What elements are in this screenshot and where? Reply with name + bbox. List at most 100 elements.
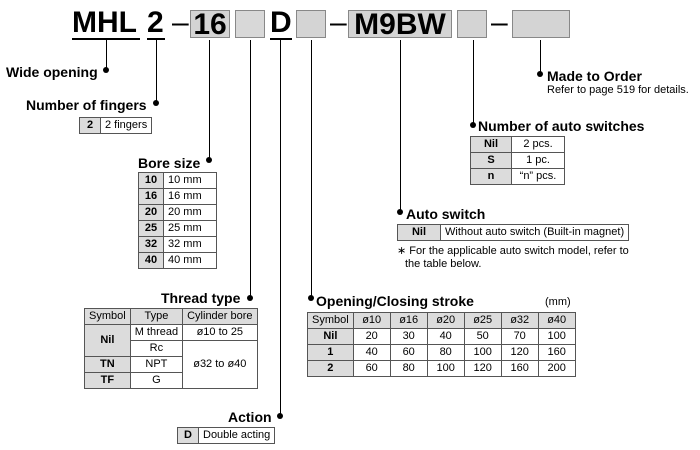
code-switch: M9BW [354,8,446,41]
auto-switch-key: Nil [397,224,441,241]
stroke-cell: 100 [537,328,576,345]
thread-symbol: TF [84,372,131,389]
table-row: 2 60 80 100 120 160 200 [307,360,576,377]
bore-desc: 25 mm [163,220,217,237]
code-dash-3: – [491,6,508,39]
table-row: Symbol ø10 ø16 ø20 ø25 ø32 ø40 [307,312,576,329]
column-header: ø25 [463,312,502,329]
thread-heading: Thread type [161,290,241,306]
column-header: Symbol [84,308,131,325]
num-switches-key: S [470,152,512,169]
fingers-underline [147,38,165,40]
fingers-table: 2 2 fingers [79,117,153,134]
connector-dot [206,157,212,163]
connector-dot [308,295,314,301]
code-blank-box-3 [457,10,487,38]
auto-switch-note-1: ∗ For the applicable auto switch model, … [397,245,629,257]
bore-desc: 20 mm [163,204,217,221]
connector-dot [247,295,253,301]
num-switches-desc: 1 pc. [511,152,565,169]
column-header: ø40 [537,312,576,329]
stroke-symbol: Nil [307,328,354,345]
table-row: 2 2 fingers [79,117,153,134]
action-heading: Action [228,409,272,425]
code-action: D [270,6,292,39]
connector-bore [209,40,210,160]
stroke-cell: 100 [463,344,502,361]
connector-wide-opening [106,40,107,70]
column-header: Symbol [307,312,354,329]
column-header: ø10 [352,312,391,329]
thread-bore: ø32 to ø40 [182,340,258,389]
stroke-cell: 40 [426,328,465,345]
stroke-cell: 120 [500,344,539,361]
stroke-cell: 200 [537,360,576,377]
column-header: ø32 [500,312,539,329]
stroke-cell: 40 [352,344,391,361]
connector-made-to-order [540,40,541,74]
stroke-cell: 160 [537,344,576,361]
table-row: Nil M thread ø10 to 25 [84,324,258,357]
stroke-cell: 160 [500,360,539,377]
bore-desc: 40 mm [163,252,217,269]
connector-thread [250,40,251,298]
fingers-desc: 2 fingers [99,117,153,134]
bore-key: 32 [138,236,164,253]
stroke-symbol: 1 [307,344,354,361]
num-switches-desc: 2 pcs. [511,136,565,153]
thread-symbol: TN [84,356,131,373]
column-header: Cylinder bore [182,308,258,325]
made-to-order-note: Refer to page 519 for details. [547,84,689,96]
connector-dot [103,67,109,73]
action-desc: Double acting [197,427,276,444]
table-row: Rc ø32 to ø40 [85,340,258,389]
auto-switch-table: Nil Without auto switch (Built-in magnet… [397,224,630,241]
code-blank-box-4 [512,10,570,38]
connector-fingers [156,40,157,103]
code-fingers: 2 [147,6,164,39]
wide-opening-label: Wide opening [6,64,98,80]
auto-switch-heading: Auto switch [406,206,486,222]
bore-heading: Bore size [138,155,201,171]
table-row: TF G [84,372,258,389]
action-table: D Double acting [177,427,276,444]
thread-type: M thread [129,324,184,341]
thread-type: G [129,372,184,389]
bore-key: 25 [138,220,164,237]
prefix-underline [72,38,140,40]
stroke-table: Symbol ø10 ø16 ø20 ø25 ø32 ø40 Nil 20 30… [307,312,576,377]
code-switch-box: M9BW [348,8,452,41]
connector-num-switches [473,40,474,125]
action-key: D [177,427,199,444]
connector-action [280,40,281,416]
bore-desc: 32 mm [163,236,217,253]
table-row: n “n” pcs. [470,168,565,185]
code-blank-box-2 [296,10,326,38]
table-row: S 1 pc. [470,152,565,169]
code-prefix: MHL [72,6,137,39]
table-row: Symbol Type Cylinder bore [84,308,258,325]
table-row: D Double acting [177,427,276,444]
num-switches-table: Nil 2 pcs. S 1 pc. n “n” pcs. [470,136,565,185]
stroke-symbol: 2 [307,360,354,377]
column-header: Type [129,308,184,325]
bore-key: 20 [138,204,164,221]
stroke-cell: 30 [389,328,428,345]
stroke-cell: 60 [352,360,391,377]
stroke-cell: 100 [426,360,465,377]
connector-auto-switch [400,40,401,212]
connector-dot [277,413,283,419]
bore-desc: 10 mm [163,172,217,189]
action-underline [270,38,292,40]
fingers-key: 2 [79,117,101,134]
fingers-heading: Number of fingers [26,97,147,113]
table-row: Nil Without auto switch (Built-in magnet… [397,224,630,241]
num-switches-key: n [470,168,512,185]
code-blank-box-1 [235,10,265,38]
